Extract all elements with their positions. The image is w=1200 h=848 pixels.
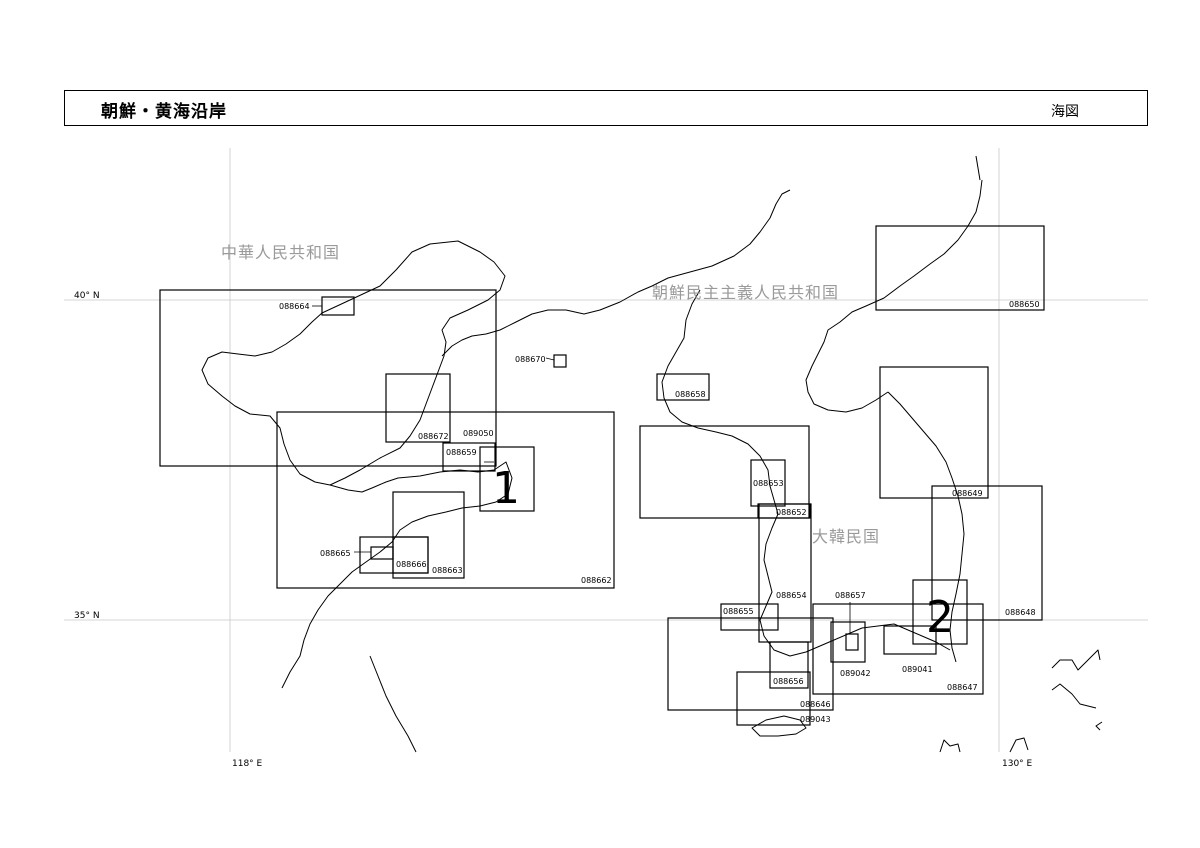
map-type-label: 海図 [1051, 104, 1079, 120]
chart-box-088672[interactable] [385, 373, 451, 443]
chart-label-088646: 088646 [800, 700, 831, 709]
chart-coverage-boxes [159, 225, 1045, 726]
chart-box-088655[interactable] [720, 603, 779, 631]
chart-label-088653: 088653 [753, 479, 784, 488]
chart-label-088650: 088650 [1009, 300, 1040, 309]
country-label-north-korea: 朝鮮民主主義人民共和国 [652, 283, 839, 302]
area-number-1: 1 [492, 463, 520, 514]
chart-label-088659: 088659 [446, 448, 477, 457]
chart-box-088666[interactable] [392, 536, 429, 574]
chart-label-088654: 088654 [776, 591, 807, 600]
map-title-bar: 朝鮮・黄海沿岸 海図 [64, 90, 1148, 126]
coastline-korea-east [887, 391, 965, 663]
country-label-south-korea: 大韓民国 [812, 527, 880, 546]
chart-label-088647: 088647 [947, 683, 978, 692]
chart-numbers: 088650 088664 088670 088658 088672 08905… [279, 300, 1040, 724]
area-number-2: 2 [926, 592, 954, 643]
chart-label-089041: 089041 [902, 665, 933, 674]
chart-label-088662: 088662 [581, 576, 612, 585]
chart-label-088656: 088656 [773, 677, 804, 686]
coastlines [201, 155, 1103, 753]
chart-label-088652: 088652 [776, 508, 807, 517]
coastline-jiangsu [369, 655, 417, 753]
chart-label-088658: 088658 [675, 390, 706, 399]
chart-box-088659[interactable] [442, 442, 496, 472]
chart-box-088647[interactable] [812, 603, 984, 695]
lon-130-label: 130° E [1002, 759, 1033, 769]
chart-box-area-2[interactable] [912, 579, 968, 645]
chart-box-088649[interactable] [879, 366, 989, 499]
coastline-jeju [751, 715, 807, 737]
chart-label-088657: 088657 [835, 591, 866, 600]
chart-box-088648[interactable] [931, 485, 1043, 621]
chart-box-089041[interactable] [883, 625, 937, 655]
chart-label-088665: 088665 [320, 549, 351, 558]
chart-box-088662[interactable] [276, 411, 615, 589]
chart-box-089042[interactable] [830, 621, 866, 663]
chart-box-088663[interactable] [392, 491, 465, 579]
chart-label-088648: 088648 [1005, 608, 1036, 617]
chart-box-088657[interactable] [845, 633, 859, 651]
chart-label-088666: 088666 [396, 560, 427, 569]
coastline-korea-west [661, 289, 951, 657]
chart-box-088664-area[interactable] [159, 289, 497, 467]
chart-label-088649: 088649 [952, 489, 983, 498]
chart-label-088664: 088664 [279, 302, 310, 311]
chart-label-088672: 088672 [418, 432, 449, 441]
chart-box-088652-area[interactable] [639, 425, 810, 519]
lat-35-label: 35° N [74, 611, 100, 621]
graticule [64, 148, 1148, 752]
chart-label-088670: 088670 [515, 355, 546, 364]
coastline-liaodong [441, 189, 791, 357]
coastline-bohai-north [201, 240, 506, 486]
coastline-sea-of-japan [975, 155, 1103, 731]
chart-box-088670[interactable] [553, 354, 567, 368]
chart-label-088663: 088663 [432, 566, 463, 575]
lon-118-label: 118° E [232, 759, 263, 769]
country-label-china: 中華人民共和国 [221, 243, 340, 262]
coastline-japan-kyushu [1009, 683, 1097, 753]
coastline-japan-north [1051, 649, 1101, 671]
map-title: 朝鮮・黄海沿岸 [101, 102, 227, 122]
chart-box-088658[interactable] [656, 373, 710, 401]
lat-40-label: 40° N [74, 291, 100, 301]
chart-box-089043[interactable] [736, 671, 811, 726]
leader-lines [312, 305, 851, 634]
chart-box-089050[interactable] [479, 446, 535, 512]
coastline-shandong [281, 461, 513, 689]
chart-box-088646[interactable] [667, 617, 834, 711]
chart-label-089042: 089042 [840, 669, 871, 678]
leader-088670 [545, 357, 555, 361]
coastline-north-korea-east [805, 179, 983, 413]
chart-box-088653[interactable] [750, 459, 786, 507]
chart-box-088656[interactable] [769, 641, 809, 689]
chart-label-089050: 089050 [463, 429, 494, 438]
chart-label-088655: 088655 [723, 607, 754, 616]
coastline-tsushima [939, 739, 961, 753]
chart-label-089043: 089043 [800, 715, 831, 724]
chart-box-088650[interactable] [875, 225, 1045, 311]
chart-box-088665-inset[interactable] [370, 546, 394, 560]
